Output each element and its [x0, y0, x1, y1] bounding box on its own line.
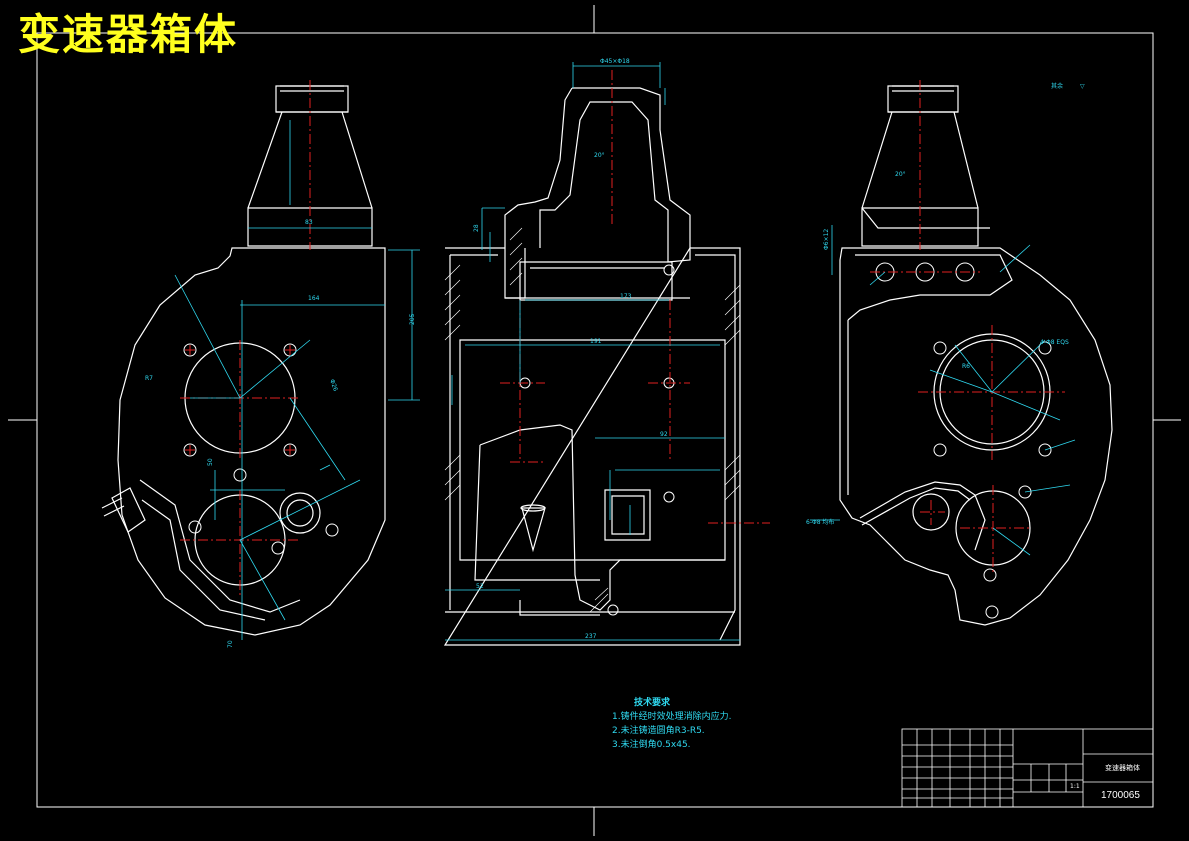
- svg-text:Φ6×12: Φ6×12: [823, 229, 830, 250]
- drawing-title: 变速器箱体: [18, 10, 239, 59]
- svg-text:92: 92: [660, 431, 668, 438]
- svg-text:164: 164: [308, 295, 320, 302]
- svg-text:4-Φ8 EQS: 4-Φ8 EQS: [1040, 339, 1069, 346]
- svg-text:70: 70: [227, 640, 234, 648]
- svg-text:50: 50: [207, 458, 214, 466]
- technical-requirements-heading: 技术要求: [633, 698, 670, 708]
- svg-text:Φ45×Φ18: Φ45×Φ18: [600, 58, 630, 65]
- technical-requirements: 技术要求 1.铸件经时效处理消除内应力. 2.未注铸造圆角R3-R5. 3.未注…: [612, 696, 731, 752]
- svg-text:▽: ▽: [1080, 83, 1085, 90]
- svg-text:52: 52: [476, 583, 484, 590]
- svg-text:其余: 其余: [1051, 82, 1063, 90]
- technical-requirement-item: 2.未注铸造圆角R3-R5.: [612, 726, 705, 736]
- svg-text:237: 237: [585, 633, 597, 640]
- svg-text:20°: 20°: [594, 152, 605, 159]
- sheet-frame: [8, 5, 1181, 836]
- svg-text:6-Φ8 均布: 6-Φ8 均布: [806, 518, 834, 526]
- svg-text:28: 28: [473, 224, 480, 232]
- technical-requirement-item: 1.铸件经时效处理消除内应力.: [612, 712, 732, 722]
- svg-text:20°: 20°: [895, 171, 906, 178]
- left-view: 83 164 205 Φ26 R7 50 70: [101, 80, 420, 648]
- svg-text:83: 83: [305, 219, 313, 226]
- technical-requirement-item: 3.未注倒角0.5x45.: [612, 740, 691, 750]
- middle-section-view: Φ45×Φ18 173 191 92 52 237 20° 28: [443, 58, 770, 646]
- title-block-part-name: 变速器箱体: [1105, 764, 1140, 772]
- svg-text:205: 205: [409, 313, 416, 325]
- right-view: 其余 ▽ 20° 4-Φ8 EQS R6 6-Φ8 均布 Φ6×12: [806, 80, 1113, 626]
- svg-text:173: 173: [620, 293, 632, 300]
- svg-text:Φ26: Φ26: [328, 378, 339, 392]
- svg-text:R6: R6: [962, 363, 970, 370]
- title-block-drawing-number: 1700065: [1101, 790, 1140, 801]
- title-block-scale: 1:1: [1070, 783, 1080, 790]
- svg-text:191: 191: [590, 338, 602, 345]
- title-block: [901, 728, 1154, 808]
- svg-text:R7: R7: [145, 375, 153, 382]
